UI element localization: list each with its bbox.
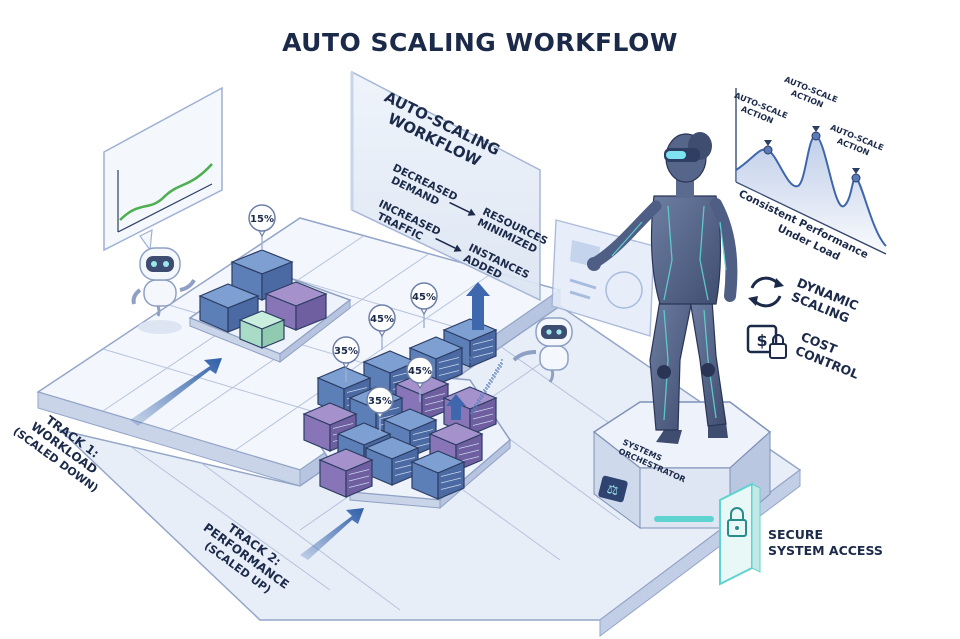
badge-value: 35%: [368, 396, 392, 407]
data-particle: [476, 406, 478, 408]
data-particle: [473, 411, 475, 413]
data-particle: [483, 393, 485, 395]
data-particle: [475, 405, 477, 407]
utilization-badge: 45%: [410, 282, 438, 328]
data-particle: [485, 387, 487, 389]
badge-value: 45%: [412, 292, 436, 303]
data-particle: [468, 360, 470, 362]
utilization-badges: 15% 45% 45% 35% 45% 35%: [248, 204, 438, 432]
data-particle: [487, 385, 489, 387]
data-particle: [495, 373, 497, 375]
data-particle: [474, 408, 476, 410]
data-particle: [473, 407, 475, 409]
badge-value: 45%: [370, 314, 394, 325]
page-title: AUTO SCALING WORKFLOW: [282, 28, 678, 57]
data-particle: [499, 365, 501, 367]
robot-assistant-2: [512, 317, 573, 383]
data-particle: [475, 409, 477, 411]
data-particle: [476, 402, 478, 404]
data-particle: [485, 391, 487, 393]
data-particle: [468, 356, 470, 358]
data-particle: [479, 401, 481, 403]
badge-value: 15%: [250, 214, 274, 225]
data-particle: [494, 372, 496, 374]
performance-chart: AUTO-SCALE ACTION AUTO-SCALE ACTION AUTO…: [733, 75, 887, 263]
secure-label-2: SYSTEM ACCESS: [768, 543, 883, 558]
data-particle: [493, 375, 495, 377]
utilization-badge: 45%: [406, 356, 434, 402]
data-particle: [492, 374, 494, 376]
data-particle: [480, 394, 482, 396]
dynamic-scaling-feature: DYNAMIC SCALING: [748, 275, 861, 326]
server-block: [410, 450, 466, 500]
server-block: [364, 436, 420, 486]
dollar-lock-icon: $: [746, 324, 787, 359]
data-particle: [474, 404, 476, 406]
data-particle: [477, 399, 479, 401]
data-particle: [478, 400, 480, 402]
badge-value: 45%: [408, 366, 432, 377]
data-particle: [498, 368, 500, 370]
data-particle: [470, 358, 472, 360]
data-particle: [491, 377, 493, 379]
data-particle: [470, 412, 472, 414]
data-particle: [481, 395, 483, 397]
track-2-arrow: [300, 508, 364, 560]
robot-assistant-1: [131, 247, 196, 334]
secure-access-label: SECURE SYSTEM ACCESS: [768, 527, 883, 558]
data-particle: [490, 380, 492, 382]
data-particle: [489, 379, 491, 381]
data-particle: [501, 363, 503, 365]
data-particle: [489, 383, 491, 385]
systems-orchestrator-pedestal: ⚖ SYSTEMS ORCHESTRATOR: [592, 401, 772, 530]
data-particle: [486, 384, 488, 386]
utilization-badge: 35%: [332, 336, 360, 382]
mini-line-chart: [103, 86, 223, 252]
server-block: [318, 448, 374, 498]
data-particle: [483, 389, 485, 391]
track-1-arrow: [130, 358, 222, 426]
data-particle: [482, 396, 484, 398]
data-particle: [500, 362, 502, 364]
data-particle: [491, 381, 493, 383]
data-particle: [498, 364, 500, 366]
data-particle: [479, 397, 481, 399]
data-particle: [472, 356, 474, 358]
data-particle: [495, 369, 497, 371]
secure-label-1: SECURE: [768, 527, 823, 542]
data-particle: [469, 361, 471, 363]
data-particle: [482, 392, 484, 394]
data-particle: [472, 410, 474, 412]
data-particle: [471, 413, 473, 415]
data-particle: [496, 370, 498, 372]
person-operator: [587, 132, 738, 444]
data-particle: [500, 366, 502, 368]
data-particle: [486, 388, 488, 390]
scaled-up-cluster: [302, 282, 511, 510]
scaled-down-cluster: [188, 249, 352, 364]
data-particle: [492, 378, 494, 380]
data-particle: [488, 386, 490, 388]
cost-control-feature: $ COST CONTROL: [746, 324, 861, 382]
utilization-badge: 45%: [368, 304, 396, 350]
data-particle: [477, 403, 479, 405]
data-particle: [501, 359, 503, 361]
data-particle: [497, 371, 499, 373]
secure-access-device: [719, 482, 761, 586]
badge-value: 35%: [334, 346, 358, 357]
data-particle: [488, 382, 490, 384]
data-particle: [469, 357, 471, 359]
utilization-badge: 35%: [366, 386, 394, 432]
data-particle: [471, 409, 473, 411]
svg-text:$: $: [756, 331, 767, 350]
utilization-badge: 15%: [248, 204, 276, 250]
data-particle: [494, 376, 496, 378]
data-particle: [484, 390, 486, 392]
refresh-icon: [748, 276, 784, 308]
data-particle: [480, 398, 482, 400]
svg-text:⚖: ⚖: [605, 482, 620, 499]
data-particle: [497, 367, 499, 369]
